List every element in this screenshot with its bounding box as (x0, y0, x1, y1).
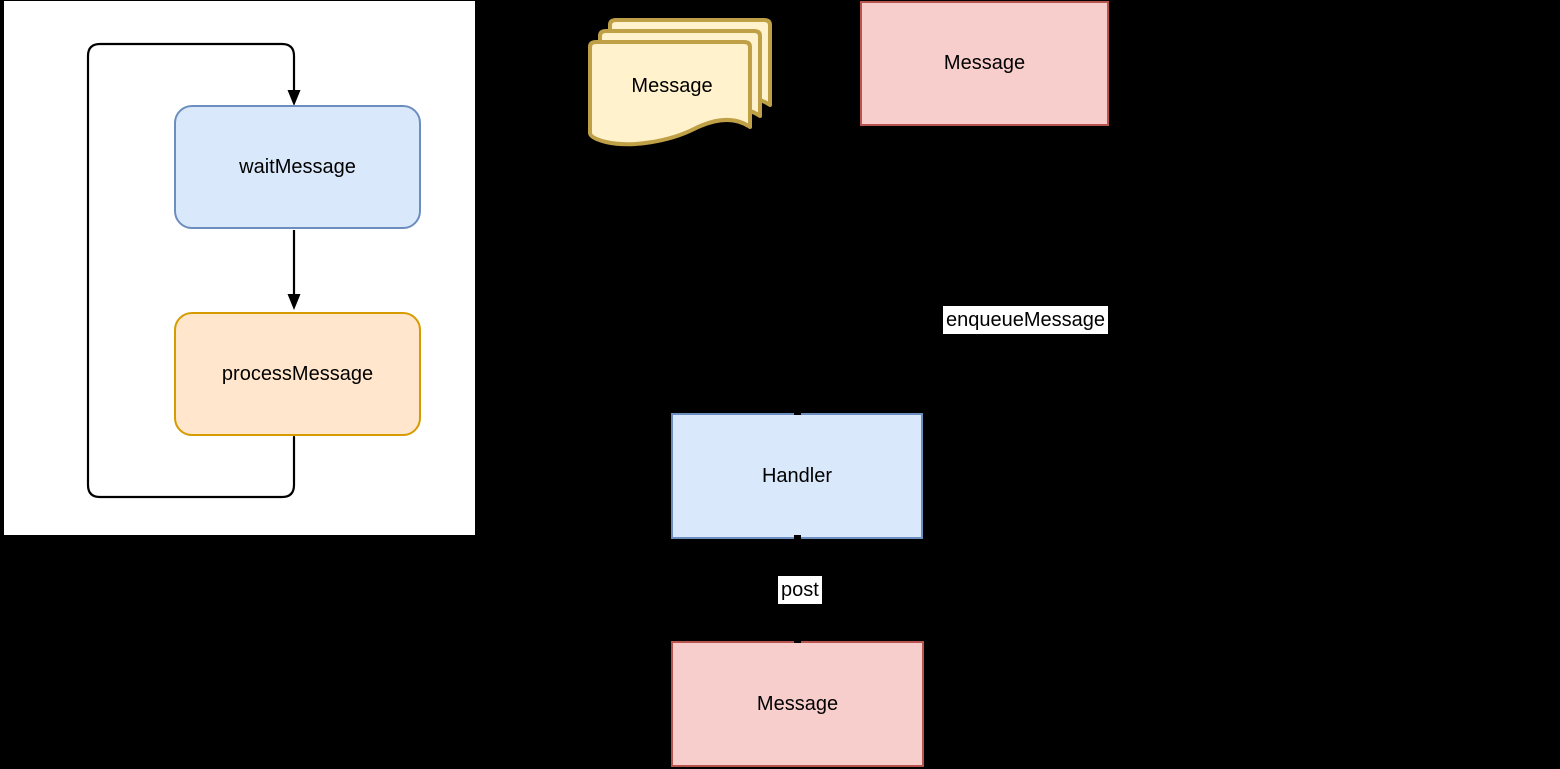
loop-arrowhead (287, 90, 301, 106)
handler-bottom-connector-stub (794, 535, 801, 540)
posted-message-top-connector-stub (794, 638, 801, 643)
handler-label: Handler (761, 464, 833, 487)
wait-to-process-arrowhead (287, 294, 301, 310)
looper-loop-arrows (86, 42, 301, 499)
wait-message-label: waitMessage (239, 155, 356, 178)
posted-message-node: Message (671, 641, 924, 767)
loop-arrow-path (86, 42, 296, 499)
looper-panel: waitMessage processMessage (2, 0, 477, 537)
incoming-message-node: Message (860, 1, 1109, 126)
wait-message-node: waitMessage (174, 105, 421, 229)
process-message-label: processMessage (221, 362, 374, 385)
handler-top-connector-stub (794, 410, 801, 415)
handler-node: Handler (671, 413, 923, 539)
posted-message-label: Message (756, 692, 839, 715)
post-edge-label: post (778, 576, 822, 604)
message-stack-label: Message (631, 74, 713, 97)
incoming-message-label: Message (943, 52, 1026, 74)
process-message-node: processMessage (174, 312, 421, 436)
enqueue-message-edge-label: enqueueMessage (943, 306, 1109, 334)
